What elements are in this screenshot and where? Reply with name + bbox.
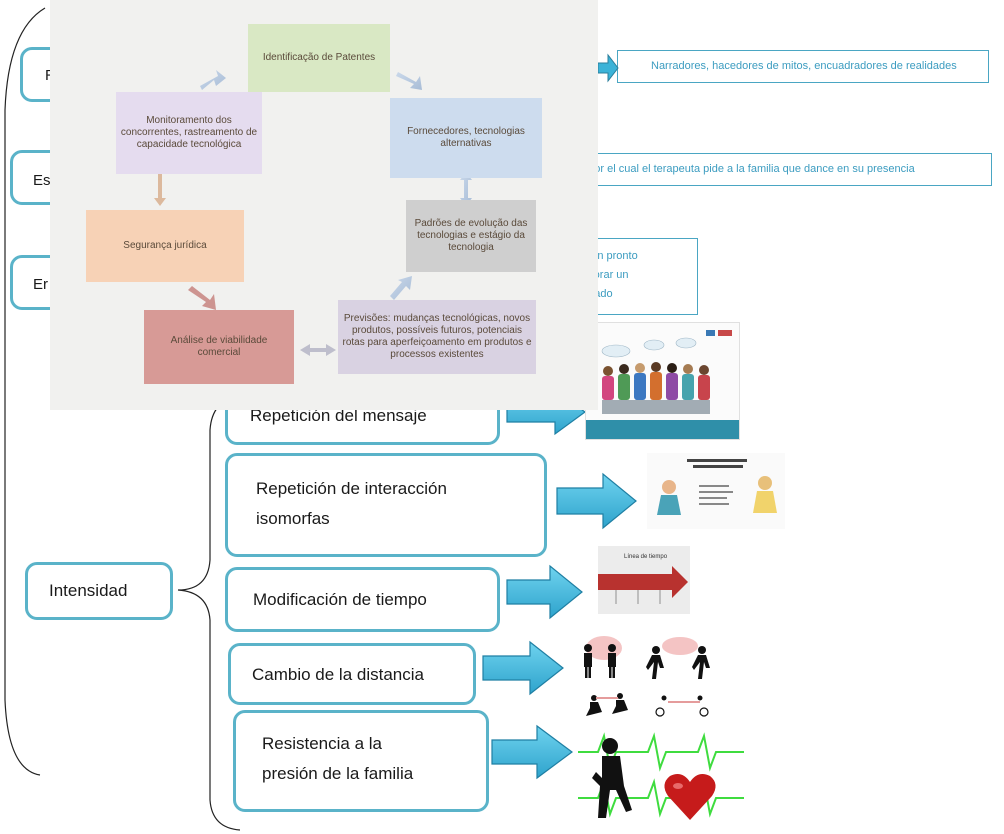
arrow-icon-5 (491, 724, 574, 780)
note-box-1: Narradores, hacedores de mitos, encuadra… (617, 50, 989, 83)
left-box-middle-label: Es (33, 172, 51, 189)
branch-label-interaccion-line1: Repetición de interacción (256, 479, 447, 498)
inset-patentes-text: Identificação de Patentes (262, 52, 376, 63)
inset-monitoramento-text: Monitoramento dos concorrentes, rastream… (120, 115, 258, 150)
arrow-icon-4 (482, 640, 564, 696)
inset-seguranca-text: Segurança jurídica (123, 240, 207, 251)
people-slide-thumbnail (585, 322, 740, 440)
inset-box-padroes: Padrões de evolução das tecnologias e es… (406, 200, 536, 272)
root-node (25, 562, 173, 620)
branch-label-cambio-distancia: Cambio de la distancia (252, 665, 424, 684)
arrow-icon-3 (506, 564, 583, 620)
timeline-thumbnail: Línea de tiempo (598, 546, 690, 614)
inset-fornecedores-text: Fornecedores, tecnologias alternativas (407, 126, 525, 149)
left-box-bottom-label: Er (33, 276, 48, 293)
note-text-2: a por el cual el terapeuta pide a la fam… (579, 163, 915, 175)
inset-previsoes-text: Previsões: mudanças tecnológicas, novos … (342, 313, 532, 360)
branch-label-repeticion-mensaje: Repetición del mensaje (250, 406, 427, 425)
branch-label-resistencia-line1: Resistencia a la (262, 734, 383, 753)
branch-label-modificacion-tiempo: Modificación de tiempo (253, 590, 427, 609)
arrow-icon-2 (556, 472, 637, 530)
inset-box-seguranca: Segurança jurídica (86, 210, 244, 282)
inset-diagram-arrows (154, 70, 472, 356)
branch-box-interaccion-isomorfas (225, 453, 547, 557)
distance-pictograms-thumbnail (576, 632, 718, 722)
branch-box-cambio-distancia (228, 643, 476, 705)
inset-padroes-text: Padrões de evolução das tecnologias e es… (414, 218, 528, 253)
inset-box-analise: Análise de viabilidade comercial (144, 310, 294, 384)
timeline-title: Línea de tiempo (624, 554, 668, 560)
branch-box-modificacion-tiempo (225, 567, 500, 632)
inset-box-patentes: Identificação de Patentes (248, 24, 390, 92)
inset-box-previsoes: Previsões: mudanças tecnológicas, novos … (338, 300, 536, 374)
inset-analise-text: Análise de viabilidade comercial (170, 335, 268, 358)
heartbeat-runner-thumbnail (578, 730, 744, 830)
inset-box-fornecedores: Fornecedores, tecnologias alternativas (390, 98, 542, 178)
inset-process-diagram: Identificação de Patentes Monitoramento … (50, 0, 598, 410)
inset-box-monitoramento: Monitoramento dos concorrentes, rastream… (116, 92, 262, 174)
root-label: Intensidad (49, 581, 128, 600)
branch-box-resistencia (233, 710, 489, 812)
branch-label-resistencia-line2: presión de la familia (262, 764, 414, 783)
time-management-thumbnail (647, 453, 785, 529)
branch-label-interaccion-line2: isomorfas (256, 509, 330, 528)
note-text-1: Narradores, hacedores de mitos, encuadra… (651, 60, 957, 72)
note-box-2: a por el cual el terapeuta pide a la fam… (560, 153, 992, 186)
